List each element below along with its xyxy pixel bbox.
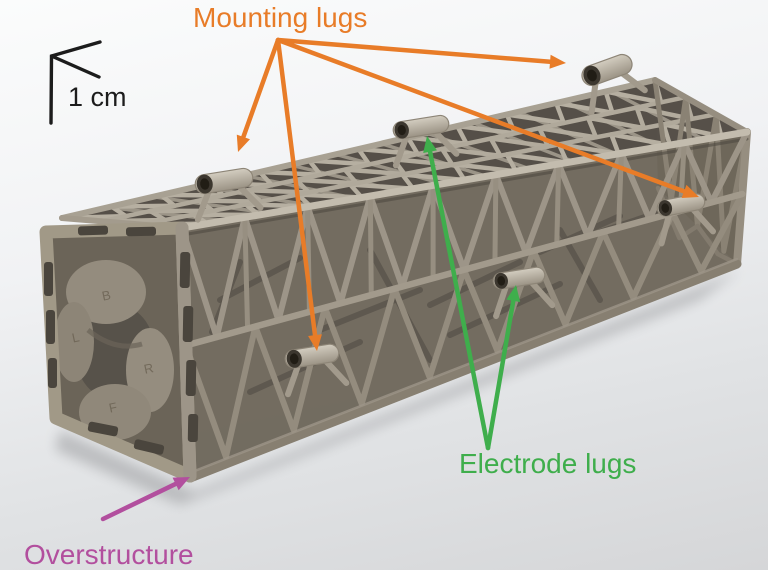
left-end-face (39, 221, 199, 483)
electrode-lug-front (492, 266, 556, 320)
electrode-arrow-2 (485, 285, 521, 451)
lattice-structure (39, 53, 751, 483)
electrode-arrow-1 (423, 136, 491, 451)
scale-indicator-mark (49, 40, 102, 125)
mounting-arrow-2 (275, 37, 322, 351)
electrode-lug-top (392, 114, 460, 169)
mounting-arrow-4 (275, 37, 699, 198)
annotation-arrows (100, 37, 699, 522)
mounting-lugs-label: Mounting lugs (193, 2, 368, 33)
mounting-lug-top-left (194, 167, 264, 223)
mounting-arrow-3 (275, 37, 566, 69)
mounting-arrow-1 (236, 37, 281, 152)
mounting-lug-top-right (581, 53, 648, 115)
front-face-lattice (178, 128, 751, 483)
overstructure-label: Overstructure (24, 539, 194, 570)
mounting-lug-front-middle (284, 343, 350, 398)
overstructure-arrow (100, 477, 190, 522)
scale-label: 1 cm (68, 82, 127, 112)
electrode-lugs-label: Electrode lugs (459, 448, 637, 479)
mounting-lug-right-end (656, 193, 717, 247)
